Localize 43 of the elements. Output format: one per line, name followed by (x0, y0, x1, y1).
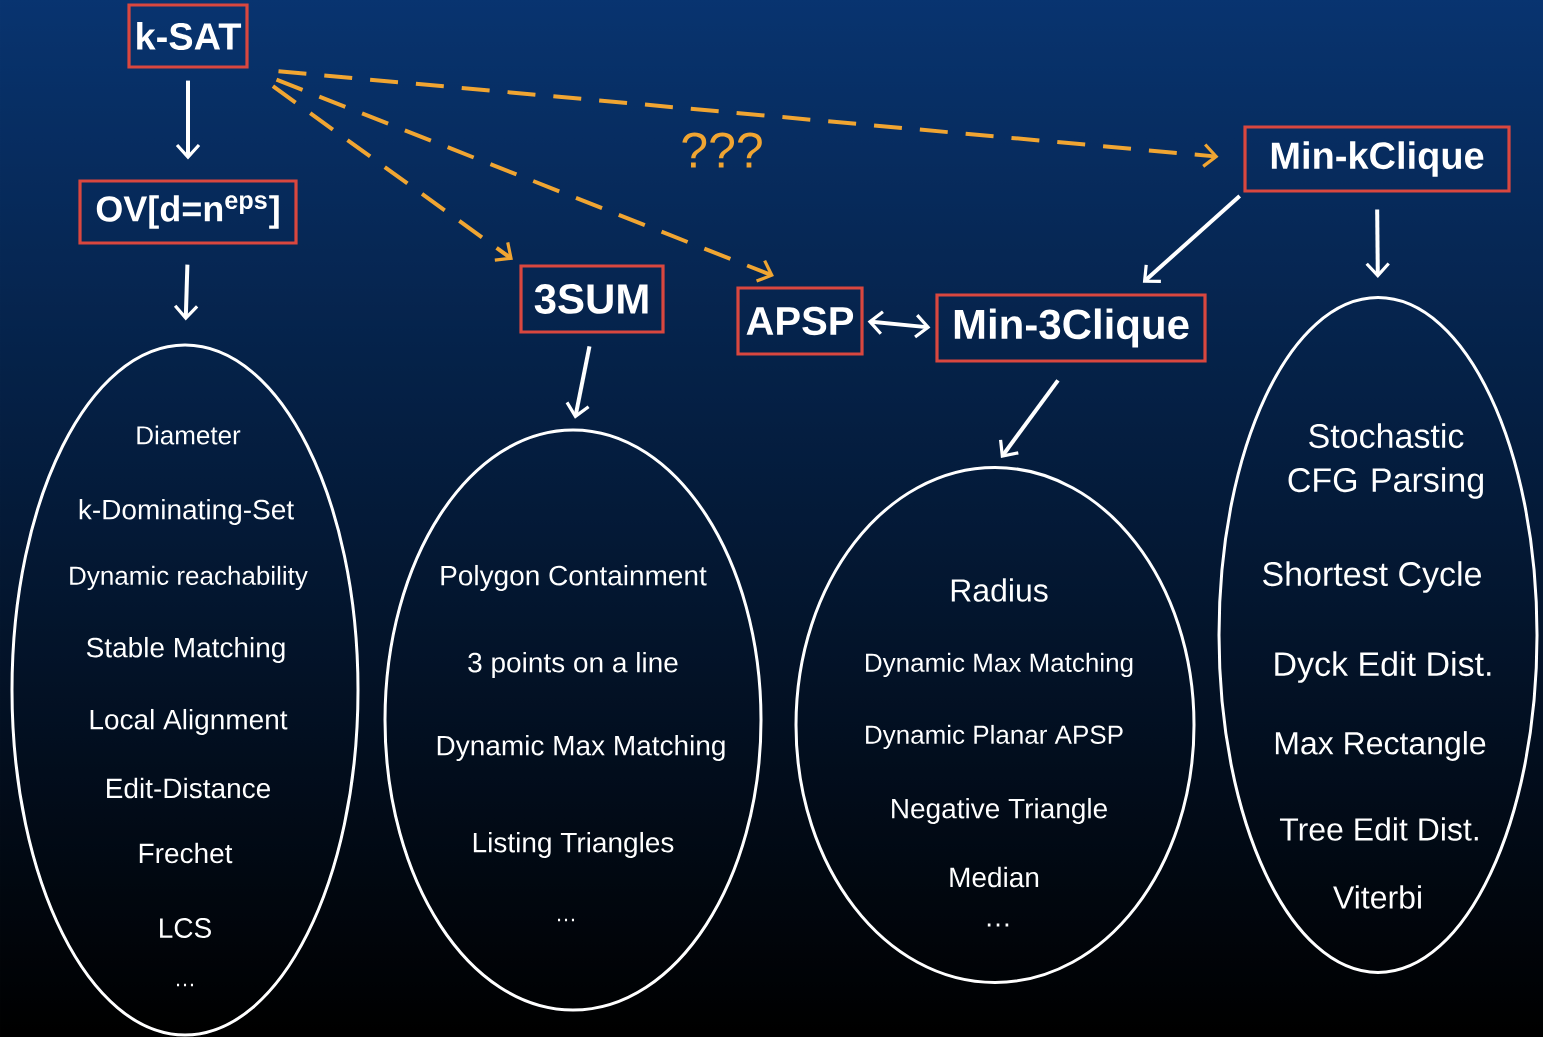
arrow (275, 77, 774, 283)
arrow (173, 264, 199, 321)
problem-name: … (177, 983, 193, 987)
problem-name: Polygon Containment (441, 564, 707, 592)
problem-name: Viterbi (1333, 885, 1421, 909)
arrow (565, 345, 592, 419)
problem-name: Dynamic Planar APSP (866, 724, 1123, 750)
problem-name: k-Dominating-Set (79, 498, 294, 526)
arrow (271, 84, 513, 262)
problem-name: Local Alignment (90, 708, 288, 736)
question-marks: ??? (682, 132, 762, 168)
problem-name: Negative Triangle (892, 797, 1107, 825)
problem-box: Min-3Clique (935, 293, 1207, 363)
problem-name: Listing Triangles (473, 831, 674, 859)
problem-name: Median (950, 866, 1039, 888)
problem-name: … (987, 923, 1009, 927)
arrow (175, 80, 201, 160)
problem-name: Shortest Cycle (1263, 561, 1481, 593)
arrow (867, 310, 931, 339)
problem-name: Tree Edit Dist. (1279, 817, 1478, 841)
problem-box: Min-kClique (1243, 125, 1511, 193)
problem-name: Dynamic reachability (70, 565, 308, 591)
arrow (999, 379, 1060, 458)
problem-name: Edit-Distance (107, 777, 270, 799)
problem-name: Dynamic Max Matching (437, 734, 725, 762)
problem-box: k-SAT (127, 3, 249, 69)
problem-box: APSP (736, 286, 864, 356)
problem-name: Stable Matching (86, 636, 285, 664)
problem-box: OV[d=n$^{eps}$] (78, 179, 298, 245)
arrow (1365, 209, 1390, 278)
problem-box: 3SUM (519, 264, 665, 334)
problem-name: 3 points on a line (468, 651, 678, 679)
problem-name: Frechet (139, 842, 233, 864)
problem-name: Dynamic Max Matching (866, 652, 1133, 678)
problem-name: Radius (951, 578, 1048, 602)
problem-name: Dyck Edit Dist. (1275, 651, 1491, 683)
problem-name: Stochastic CFG Parsing (1288, 423, 1483, 499)
arrow (1142, 194, 1242, 283)
arrow (278, 69, 1219, 168)
problem-name: LCS (160, 918, 211, 938)
problem-name: Max Rectangle (1275, 731, 1486, 761)
problem-name: Diameter (137, 425, 241, 445)
problem-name: … (558, 918, 574, 922)
